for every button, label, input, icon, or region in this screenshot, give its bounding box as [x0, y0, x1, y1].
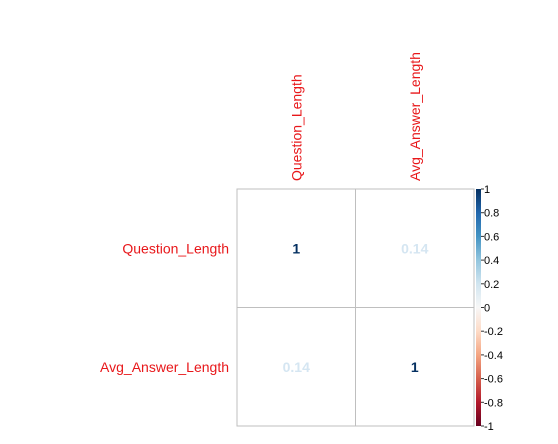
- colorbar: [476, 189, 481, 426]
- colorbar-tick-label: 1: [484, 184, 490, 196]
- colorbar-tick-label: -0.4: [484, 350, 503, 362]
- colorbar-tick-label: -0.8: [484, 397, 503, 409]
- matrix-cell: [355, 188, 475, 308]
- row-label: Question_Length: [122, 240, 229, 256]
- colorbar-tick-label: 0.6: [484, 231, 499, 243]
- column-label: Avg_Answer_Length: [407, 52, 423, 181]
- cell-value-label: 1: [292, 240, 300, 256]
- row-label: Avg_Answer_Length: [100, 359, 229, 375]
- colorbar-tick-label: 0: [484, 303, 490, 315]
- colorbar-tick-label: -1: [484, 421, 494, 433]
- colorbar-tick-label: 0.8: [484, 208, 499, 220]
- matrix-cell: [236, 188, 356, 308]
- cell-value-label: 0.14: [401, 240, 428, 256]
- colorbar-tick-label: 0.4: [484, 255, 499, 267]
- colorbar-tick-label: 0.2: [484, 279, 499, 291]
- matrix-cell: [355, 307, 475, 427]
- matrix-cell: [236, 307, 356, 427]
- column-label: Question_Length: [288, 74, 304, 181]
- cell-value-label: 1: [411, 359, 419, 375]
- cell-value-label: 0.14: [283, 359, 310, 375]
- colorbar-tick-label: -0.2: [484, 326, 503, 338]
- colorbar-tick-label: -0.6: [484, 374, 503, 386]
